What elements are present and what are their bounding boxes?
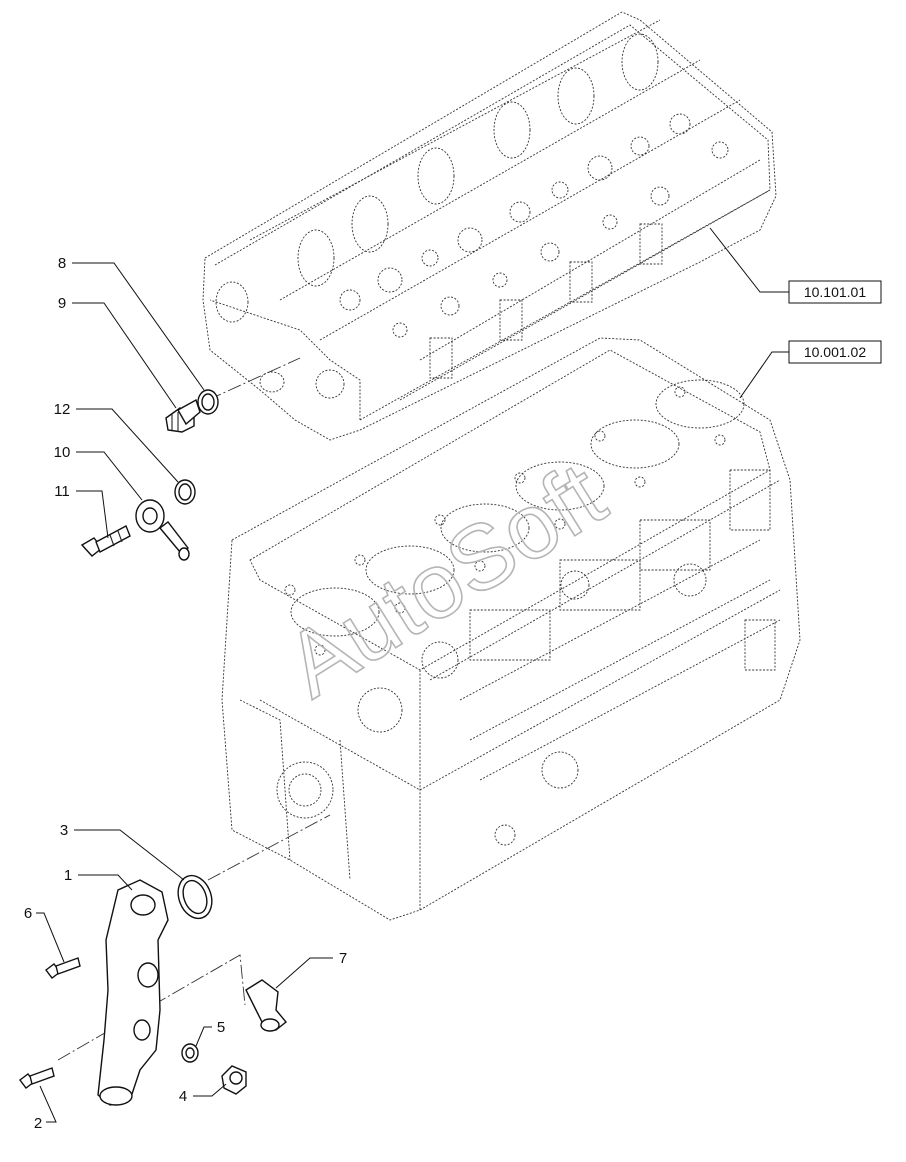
callout-number-7: 7 <box>339 950 347 967</box>
callout-number-3: 3 <box>60 822 68 839</box>
callout-7[interactable]: 7 <box>275 950 347 989</box>
callout-number-9: 9 <box>58 295 66 312</box>
reference-box-cylinder-head[interactable]: 10.101.01 <box>709 227 882 304</box>
part-10-banjo-fitting[interactable] <box>135 499 190 561</box>
callout-number-11: 11 <box>54 483 70 500</box>
part-5-washer[interactable] <box>181 1043 199 1063</box>
callout-11[interactable]: 11 <box>54 483 109 539</box>
reference-label-cylinder-head: 10.101.01 <box>804 284 866 300</box>
callout-number-4: 4 <box>179 1088 187 1105</box>
leader-10 <box>76 451 143 501</box>
callout-number-8: 8 <box>58 255 66 272</box>
part-3-o-ring[interactable] <box>172 871 217 923</box>
part-11-banjo-bolt[interactable] <box>80 525 131 557</box>
callout-number-6: 6 <box>24 905 32 922</box>
reference-label-engine-block: 10.001.02 <box>804 344 866 360</box>
callout-12[interactable]: 12 <box>54 401 179 483</box>
watermark-text: AutoSoft <box>269 443 622 717</box>
leader-3 <box>74 829 185 881</box>
leader-6 <box>36 912 65 963</box>
part-8-seal-ring[interactable] <box>197 389 219 415</box>
leader-12 <box>76 408 179 483</box>
callout-10[interactable]: 10 <box>54 444 143 501</box>
callout-4[interactable]: 4 <box>179 1083 227 1105</box>
callout-8[interactable]: 8 <box>58 255 205 391</box>
part-2-bolt[interactable] <box>19 1067 55 1089</box>
leader-8 <box>72 262 205 391</box>
leader-1 <box>78 874 133 891</box>
reference-leader-engine-block <box>739 351 789 399</box>
callout-number-2: 2 <box>34 1115 42 1132</box>
callout-2[interactable]: 2 <box>34 1085 57 1132</box>
engine-block-drawing <box>221 337 801 921</box>
outlet-centerline <box>207 814 331 881</box>
callout-number-10: 10 <box>54 444 71 461</box>
leader-11 <box>76 490 109 539</box>
leader-7 <box>275 957 333 989</box>
part-7-union-fitting[interactable] <box>245 979 287 1032</box>
callout-number-1: 1 <box>64 867 72 884</box>
part-9-union[interactable] <box>165 398 201 433</box>
part-4-plug[interactable] <box>221 1065 247 1095</box>
callout-9[interactable]: 9 <box>58 295 177 409</box>
cylinder-head-drawing <box>202 11 777 441</box>
part-1-outlet-elbow[interactable] <box>97 879 169 1106</box>
leader-2 <box>39 1085 57 1123</box>
callout-number-12: 12 <box>54 401 71 418</box>
callout-6[interactable]: 6 <box>24 905 65 963</box>
leader-4 <box>193 1083 227 1097</box>
reference-box-engine-block[interactable]: 10.001.02 <box>739 340 882 399</box>
part-6-bolt[interactable] <box>45 957 81 979</box>
leader-9 <box>72 302 177 409</box>
callout-5[interactable]: 5 <box>195 1019 225 1047</box>
callout-3[interactable]: 3 <box>60 822 185 881</box>
part-12-seal-ring[interactable] <box>174 479 196 505</box>
callout-1[interactable]: 1 <box>64 867 133 891</box>
reference-leader-cylinder-head <box>709 227 789 293</box>
callout-number-5: 5 <box>217 1019 225 1036</box>
head-fitting-centerline <box>207 357 301 401</box>
leader-5 <box>195 1026 212 1047</box>
